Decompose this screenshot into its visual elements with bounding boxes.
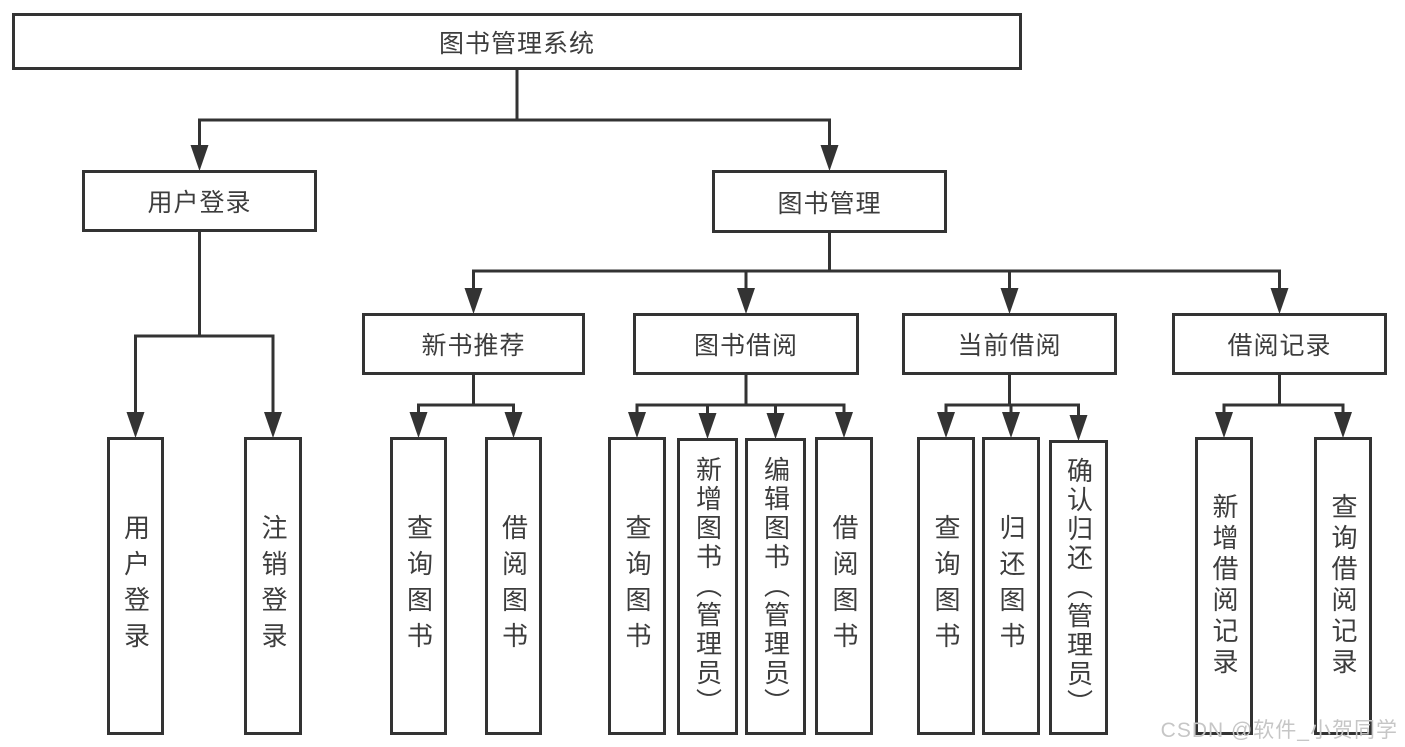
box-label-new-book-rec: 新书推荐 <box>421 332 526 360</box>
box-label-borrow-book-b: 借阅图书 <box>829 514 859 658</box>
box-add-book-admin: 新增图书（管理员） <box>677 438 738 735</box>
edge-borrow-record <box>1222 373 1345 429</box>
box-query-book-b: 查询图书 <box>608 437 666 735</box>
box-borrow-book-b: 借阅图书 <box>815 437 873 735</box>
box-label-query-book-c: 查询图书 <box>931 514 961 658</box>
box-label-confirm-return-admin: 确认归还（管理员） <box>1063 457 1094 718</box>
box-label-return-book: 归还图书 <box>996 514 1026 658</box>
box-return-book: 归还图书 <box>982 437 1040 735</box>
box-label-borrow-record: 借阅记录 <box>1227 332 1332 360</box>
box-user-login: 用户登录 <box>82 170 317 232</box>
box-confirm-return-admin: 确认归还（管理员） <box>1049 440 1108 735</box>
box-root: 图书管理系统 <box>12 13 1022 70</box>
box-label-edit-book-admin: 编辑图书（管理员） <box>760 456 791 717</box>
box-current-borrow: 当前借阅 <box>902 313 1117 375</box>
box-query-book-a: 查询图书 <box>390 437 447 735</box>
edge-book-mgmt <box>472 231 1281 305</box>
box-label-query-book-b: 查询图书 <box>622 514 652 658</box>
box-book-borrow: 图书借阅 <box>633 313 859 375</box>
box-label-user-login: 用户登录 <box>147 189 252 217</box>
box-label-add-book-admin: 新增图书（管理员） <box>692 456 723 717</box>
edge-user-login <box>134 230 275 429</box>
box-label-add-borrow-record: 新增借阅记录 <box>1209 493 1239 679</box>
box-logout: 注销登录 <box>244 437 302 735</box>
box-label-query-borrow-record: 查询借阅记录 <box>1328 493 1358 679</box>
watermark: CSDN @软件_小贺同学 <box>1160 719 1398 742</box>
box-new-book-rec: 新书推荐 <box>362 313 585 375</box>
box-label-book-mgmt: 图书管理 <box>777 189 882 218</box>
edge-current-borrow <box>944 373 1080 432</box>
box-query-borrow-record: 查询借阅记录 <box>1314 437 1372 735</box>
box-edit-book-admin: 编辑图书（管理员） <box>745 438 806 735</box>
edge-root <box>198 68 831 162</box>
box-label-query-book-a: 查询图书 <box>403 514 434 658</box>
box-label-borrow-book-a: 借阅图书 <box>498 514 529 658</box>
box-borrow-record: 借阅记录 <box>1172 313 1387 375</box>
box-borrow-book-a: 借阅图书 <box>485 437 542 735</box>
box-label-logout: 注销登录 <box>258 514 288 658</box>
box-login: 用户登录 <box>107 437 164 735</box>
box-book-mgmt: 图书管理 <box>712 170 947 233</box>
box-query-book-c: 查询图书 <box>917 437 975 735</box>
box-label-current-borrow: 当前借阅 <box>957 332 1062 360</box>
box-label-book-borrow: 图书借阅 <box>693 332 798 360</box>
box-label-login: 用户登录 <box>120 514 151 658</box>
edge-new-book-rec <box>417 373 515 429</box>
box-label-root: 图书管理系统 <box>438 29 595 58</box>
box-add-borrow-record: 新增借阅记录 <box>1195 437 1253 735</box>
edge-book-borrow <box>635 373 846 430</box>
